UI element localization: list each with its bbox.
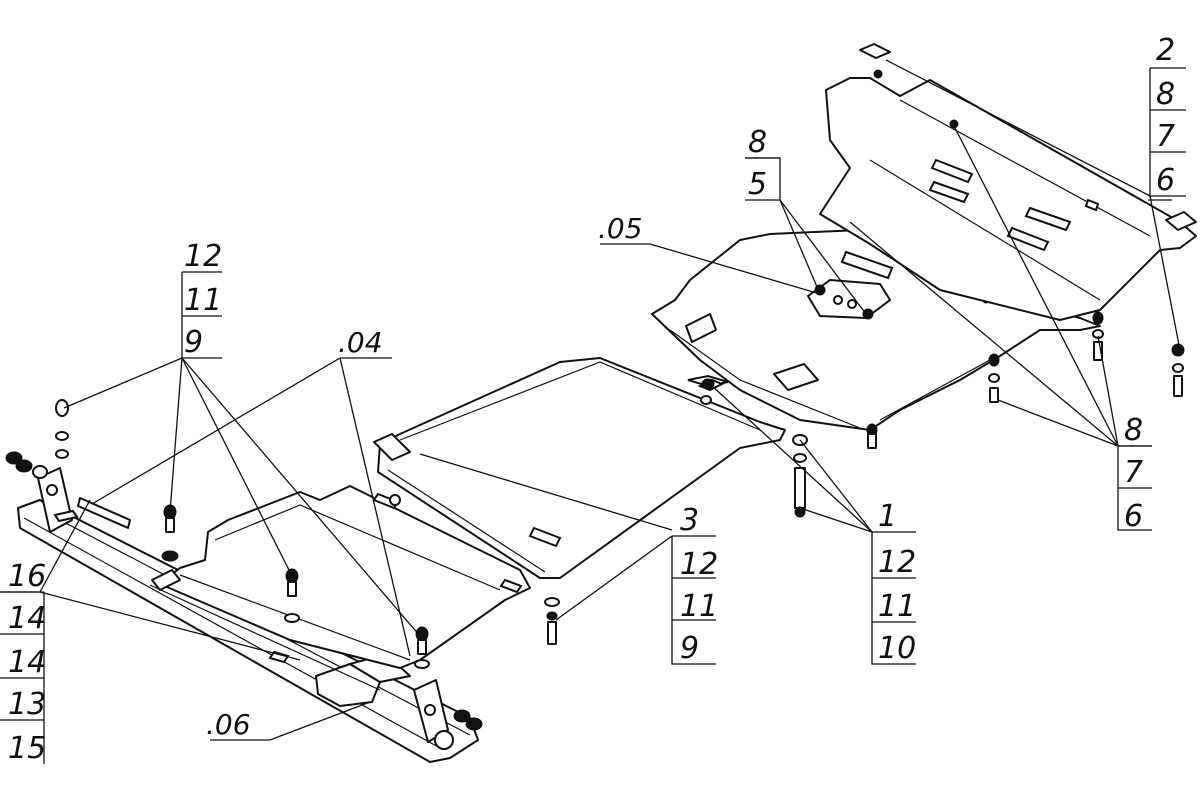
callout-center-bottom-0: 1 — [878, 499, 897, 534]
callout-left-bottom-2: 14 — [8, 645, 46, 680]
callout-left-bottom-4: 15 — [8, 731, 46, 766]
callout-mid-center-0: 8 — [748, 125, 767, 160]
callout-top-right: 2 8 7 6 — [1149, 33, 1186, 198]
callout-center-left-1: 12 — [680, 547, 718, 582]
nut-stack-right — [453, 709, 483, 731]
callout-right-lower-2: 6 — [1124, 499, 1143, 534]
callout-center-bottom-3: 10 — [878, 631, 916, 666]
callout-left-bottom-1: 14 — [8, 601, 46, 636]
callout-right-lower-0: 8 — [1124, 413, 1143, 448]
callout-center-left-0: 3 — [680, 503, 699, 538]
callout-left-bottom-0: 16 — [8, 559, 46, 594]
callout-mid-center-1: 5 — [748, 167, 767, 202]
part-06-front-rail — [5, 451, 483, 763]
ref-04-label: .04 — [338, 326, 383, 359]
nut-stack-left — [5, 451, 48, 479]
ref-06-label: .06 — [206, 708, 251, 741]
callout-center-bottom-1: 12 — [878, 545, 916, 580]
callout-top-right-3: 6 — [1156, 163, 1175, 198]
callout-left-top-0: 12 — [184, 239, 222, 274]
callout-center-left: 3 12 11 9 — [671, 503, 718, 666]
callout-center-bottom-2: 11 — [878, 589, 916, 624]
callout-center-left-2: 11 — [680, 589, 718, 624]
callout-right-lower-1: 7 — [1124, 455, 1143, 490]
callout-left-bottom-3: 13 — [8, 687, 46, 722]
callout-left-top: 12 11 9 — [181, 239, 222, 360]
callout-top-right-1: 8 — [1156, 77, 1175, 112]
callout-mid-center: 8 5 — [745, 125, 780, 202]
callout-center-left-3: 9 — [680, 631, 699, 666]
callout-top-right-0: 2 — [1156, 33, 1175, 68]
part-2-engine-plate — [819, 43, 1197, 321]
callout-top-right-2: 7 — [1156, 119, 1175, 154]
callout-center-bottom: 1 12 11 10 — [871, 499, 916, 666]
callout-left-bottom: 16 14 14 13 15 — [0, 559, 46, 766]
part-3-middle-skid — [373, 357, 786, 579]
ref-05-label: .05 — [598, 212, 643, 245]
callout-left-top-1: 11 — [184, 283, 222, 318]
callout-right-lower: 8 7 6 — [1117, 413, 1152, 534]
callout-left-top-2: 9 — [184, 325, 203, 360]
